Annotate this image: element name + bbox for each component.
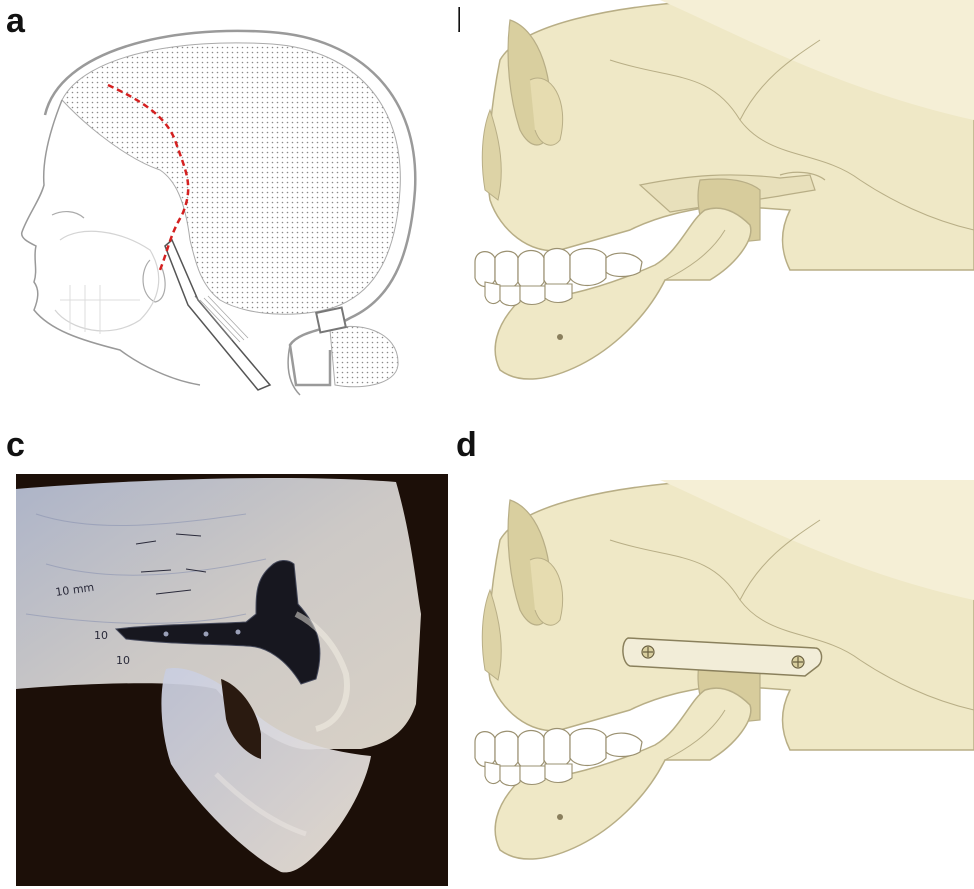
panel-a-incision-diagram bbox=[0, 0, 450, 400]
panel-label-a: a bbox=[6, 2, 25, 40]
joint-gap bbox=[221, 679, 261, 759]
hair-cap-dotted bbox=[61, 42, 401, 315]
underlying-skull-faint bbox=[54, 230, 160, 332]
ear-outline bbox=[142, 259, 166, 303]
skull-lateral-view-with-implant bbox=[460, 480, 974, 886]
incision-line bbox=[107, 83, 190, 271]
nasal-cavity bbox=[481, 108, 502, 201]
mental-foramen bbox=[557, 334, 563, 340]
implant-plate bbox=[622, 637, 823, 677]
panel-c-model-photo: 10 mm 10 10 bbox=[16, 474, 448, 886]
mental-foramen bbox=[557, 814, 563, 820]
skull-lateral-view bbox=[460, 0, 974, 400]
panel-label-d: d bbox=[456, 426, 477, 464]
handwritten-note-1: 10 mm bbox=[55, 581, 95, 599]
lower-teeth bbox=[484, 281, 573, 307]
panel-d-skull-with-plate bbox=[460, 480, 974, 886]
translucent-cranium bbox=[16, 478, 421, 750]
handwritten-note-3: 10 bbox=[116, 654, 130, 667]
nasal-cavity bbox=[481, 588, 502, 681]
eye-outline bbox=[51, 211, 85, 219]
translucent-mandible bbox=[161, 668, 371, 873]
handwritten-note-2: 10 bbox=[94, 629, 108, 642]
upper-teeth bbox=[474, 727, 643, 771]
lower-teeth bbox=[484, 761, 573, 787]
hair-tie bbox=[315, 306, 347, 334]
upper-teeth bbox=[474, 247, 643, 291]
face-profile-outline bbox=[20, 99, 201, 386]
panel-b-skull bbox=[460, 0, 974, 400]
custom-tmj-implant bbox=[114, 560, 321, 685]
head-drape-illustration bbox=[20, 29, 417, 396]
hair-bun-dotted bbox=[329, 325, 399, 388]
printed-skull-photo: 10 mm 10 10 bbox=[16, 474, 448, 886]
panel-label-c: c bbox=[6, 426, 25, 464]
scalpel-icon bbox=[164, 238, 272, 391]
